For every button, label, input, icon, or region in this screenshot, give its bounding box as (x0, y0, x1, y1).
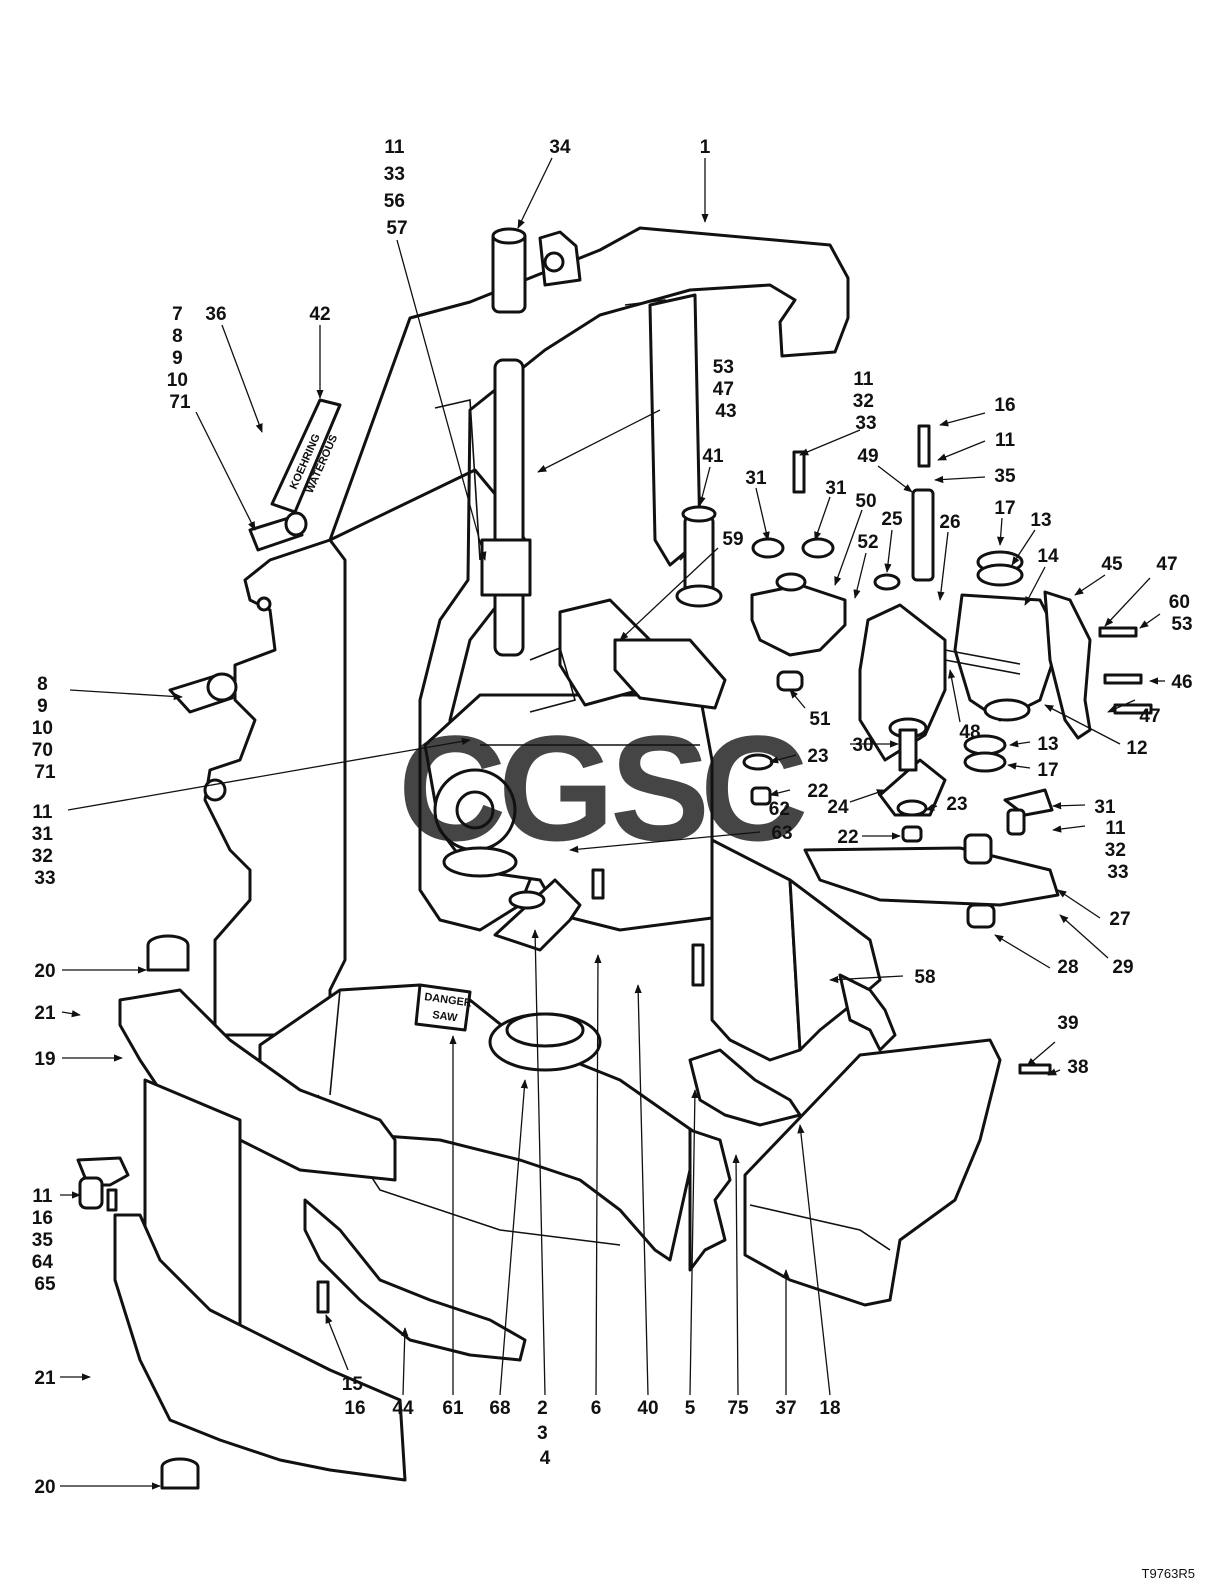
callout-2-3-4: 2 3 4 (537, 1398, 553, 1469)
callout-58: 58 (914, 967, 935, 988)
callout-31-right: 31 (1094, 797, 1116, 818)
callout-27: 27 (1109, 909, 1130, 930)
callout-23-a: 23 (807, 746, 828, 767)
callout-18: 18 (819, 1398, 840, 1419)
callout-20-bottom: 20 (34, 1477, 55, 1498)
callout-21-bottom: 21 (34, 1368, 56, 1389)
watermark-letter-4: C (700, 704, 808, 872)
callout-23-b: 23 (946, 794, 967, 815)
callout-49: 49 (857, 446, 878, 467)
watermark: C G S C (398, 704, 808, 872)
callout-29: 29 (1112, 957, 1133, 978)
callout-31-a: 31 (745, 468, 767, 489)
manufacturer-nameplate: KOEHRING WATEROUS (270, 398, 342, 514)
callout-7-8-9-10-71: 7 8 9 10 71 (167, 304, 193, 413)
callout-14: 14 (1037, 546, 1059, 567)
lower-shoe-27 (803, 846, 1060, 907)
callout-50: 50 (855, 491, 876, 512)
danger-decal: DANGER SAW (414, 983, 473, 1032)
callout-labels: 1 34 11 33 56 57 36 42 7 8 9 10 71 53 47… (32, 137, 1195, 1581)
watermark-letter-2: G (498, 704, 615, 872)
callout-45: 45 (1101, 554, 1123, 575)
center-rod (493, 358, 525, 657)
callout-22-a: 22 (807, 781, 828, 802)
callout-11-33-56-57: 11 33 56 57 (384, 137, 410, 239)
callout-60-53: 60 53 (1169, 592, 1195, 635)
watermark-letter-1: C (398, 704, 506, 872)
callout-26: 26 (939, 512, 960, 533)
callout-34: 34 (549, 137, 571, 158)
left-deflector (118, 988, 397, 1182)
callout-41: 41 (702, 446, 724, 467)
callout-46: 46 (1171, 672, 1192, 693)
callout-47-mid: 47 (1139, 706, 1160, 727)
callout-8-9-10-70-71: 8 9 10 70 71 (32, 674, 58, 783)
callout-16-top: 16 (994, 395, 1015, 416)
callout-17-mid: 17 (1037, 760, 1058, 781)
callout-31-b: 31 (825, 478, 847, 499)
danger-line-2: SAW (432, 1009, 459, 1024)
callout-12: 12 (1126, 738, 1147, 759)
callout-61: 61 (442, 1398, 464, 1419)
deflector-shield (743, 1038, 1002, 1307)
center-arm (858, 603, 947, 762)
callout-13-top: 13 (1030, 510, 1051, 531)
callout-35-right: 35 (994, 466, 1016, 487)
right-side-plate (710, 838, 802, 1062)
upper-frame-arch (328, 226, 850, 932)
callout-53-47-43: 53 47 43 (713, 357, 739, 422)
callout-6: 6 (591, 1398, 602, 1419)
watermark-letter-3: S (610, 704, 710, 872)
saw-head-assembly-drawing: KOEHRING WATEROUS DANGER SAW (76, 226, 1153, 1490)
callout-21-top: 21 (34, 1003, 56, 1024)
callout-42: 42 (309, 304, 330, 325)
callout-62-63: 62 63 (769, 799, 795, 844)
callout-19: 19 (34, 1049, 55, 1070)
callout-47-top: 47 (1156, 554, 1177, 575)
callout-40: 40 (637, 1398, 658, 1419)
callout-52: 52 (857, 532, 878, 553)
callout-15-16: 15 16 (342, 1374, 368, 1419)
callout-11-right: 11 (995, 430, 1016, 451)
callout-75: 75 (727, 1398, 749, 1419)
callout-38: 38 (1067, 1057, 1088, 1078)
top-link-bracket (750, 583, 847, 657)
link-plate (613, 638, 727, 710)
callout-13-mid: 13 (1037, 734, 1058, 755)
callout-leaders (60, 157, 1165, 1490)
callout-11-32-33-right: 11 32 33 (1105, 818, 1131, 883)
callout-11-32-33-top: 11 32 33 (853, 369, 879, 434)
callout-11-31-32-33: 11 31 32 33 (32, 802, 58, 889)
callout-1: 1 (700, 137, 711, 158)
callout-20-top: 20 (34, 961, 55, 982)
callout-39: 39 (1057, 1013, 1078, 1034)
callout-22-b: 22 (837, 827, 858, 848)
callout-11-16-35-64-65: 11 16 35 64 65 (32, 1186, 58, 1295)
callout-44: 44 (392, 1398, 414, 1419)
callout-24: 24 (827, 797, 849, 818)
callout-36: 36 (205, 304, 226, 325)
callout-59: 59 (722, 529, 743, 550)
callout-30: 30 (852, 735, 873, 756)
callout-37: 37 (775, 1398, 796, 1419)
saw-blade-teeth (688, 1128, 732, 1272)
guard-plate-45 (1043, 590, 1092, 740)
skid-plate (303, 1198, 527, 1362)
callout-51: 51 (809, 709, 831, 730)
callout-48: 48 (959, 722, 980, 743)
callout-25: 25 (881, 509, 903, 530)
callout-5: 5 (685, 1398, 696, 1419)
callout-17-top: 17 (994, 498, 1015, 519)
figure-code: T9763R5 (1142, 1566, 1195, 1581)
callout-68: 68 (489, 1398, 510, 1419)
callout-28: 28 (1057, 957, 1078, 978)
